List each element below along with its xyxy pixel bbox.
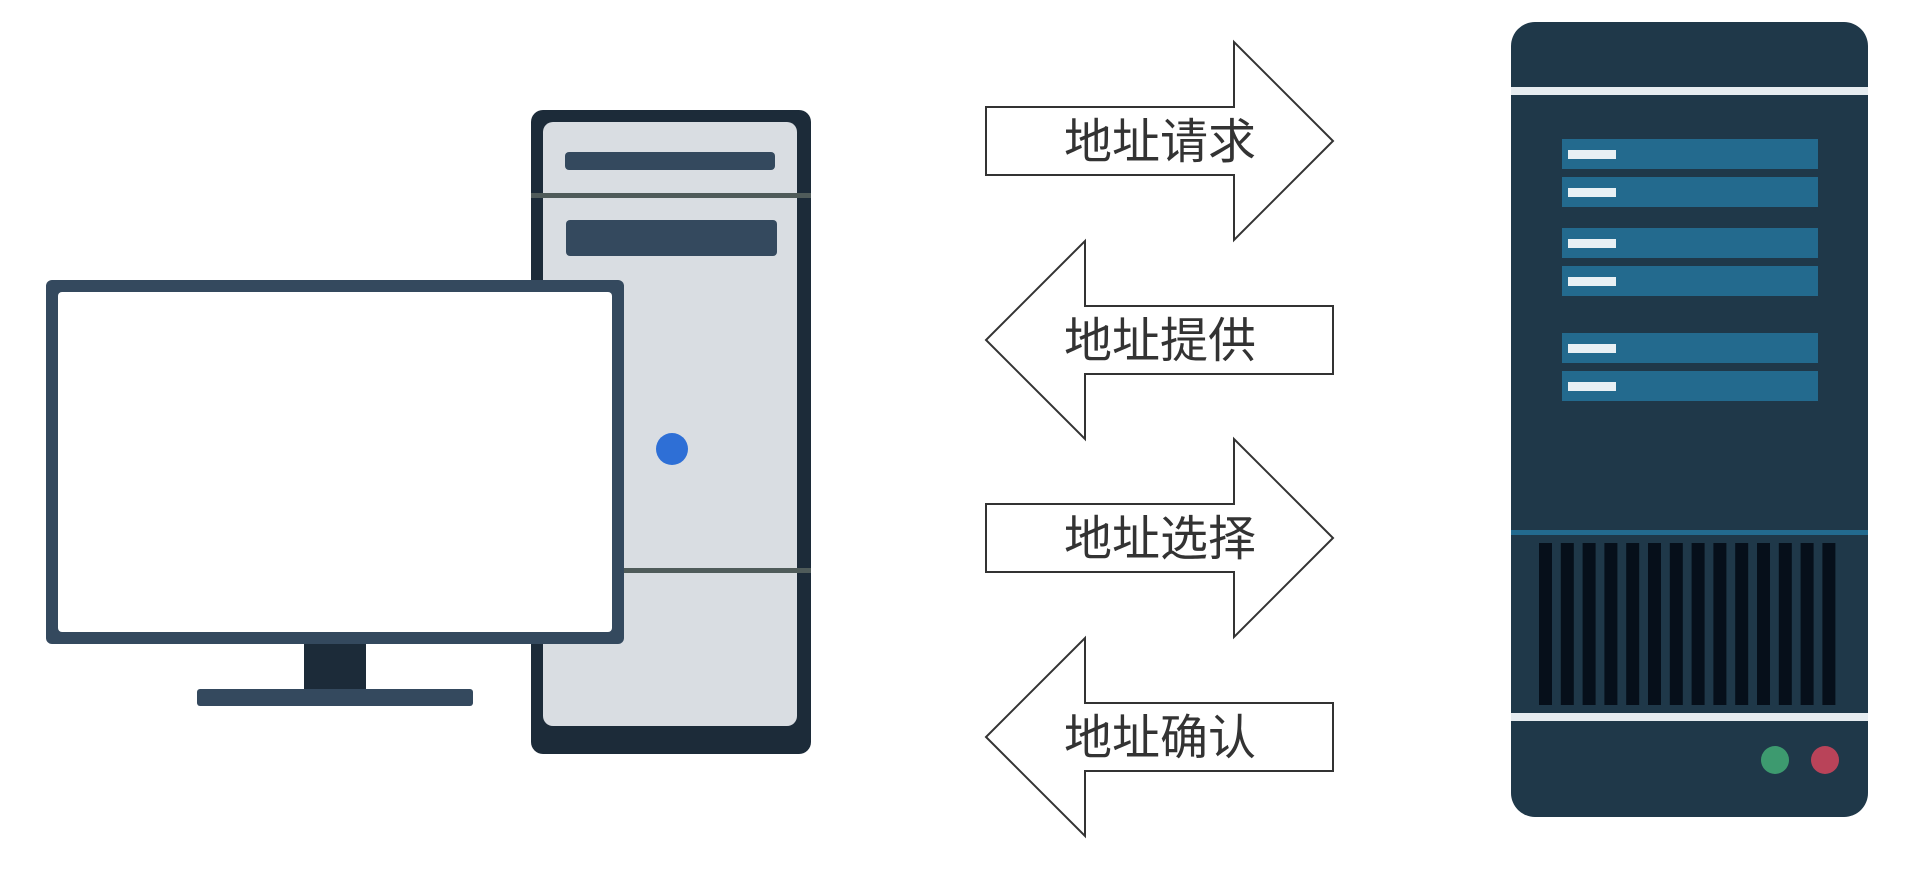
vent-slot [1778,543,1792,705]
power-led-icon [656,433,688,465]
vent-slot [1669,543,1683,705]
arrow-label: 地址提供 [1064,313,1256,369]
arrow-step-4: 地址确认 [984,635,1334,839]
vent-slot [1757,543,1770,705]
vent-slot [1604,543,1618,705]
status-led-red-icon [1811,746,1839,774]
server-drive-bays [1562,139,1818,401]
vent-slot [1539,543,1552,705]
vent-slot [1713,543,1727,705]
vent-slot [1582,543,1596,705]
vent-slot [1822,543,1836,705]
arrow-left-icon [984,635,1334,839]
vent-slot [1735,543,1749,705]
server-vent-grille [1539,543,1836,705]
arrow-right-icon [985,39,1335,243]
client-computer-icon [46,110,811,754]
arrow-label: 地址选择 [1064,511,1256,567]
arrow-right-icon [985,436,1335,640]
vent-slot [1648,543,1661,705]
vent-slot [1626,543,1640,705]
arrow-step-2: 地址提供 [984,238,1334,442]
vent-slot [1691,543,1705,705]
arrow-step-1: 地址请求 [985,39,1335,243]
vent-slot [1800,543,1814,705]
arrow-label: 地址确认 [1064,710,1256,766]
status-led-green-icon [1761,746,1789,774]
arrow-step-3: 地址选择 [985,436,1335,640]
arrow-label: 地址请求 [1064,114,1256,170]
arrow-left-icon [984,238,1334,442]
monitor-icon [46,280,624,706]
server-icon [1511,22,1868,817]
vent-slot [1560,543,1574,705]
